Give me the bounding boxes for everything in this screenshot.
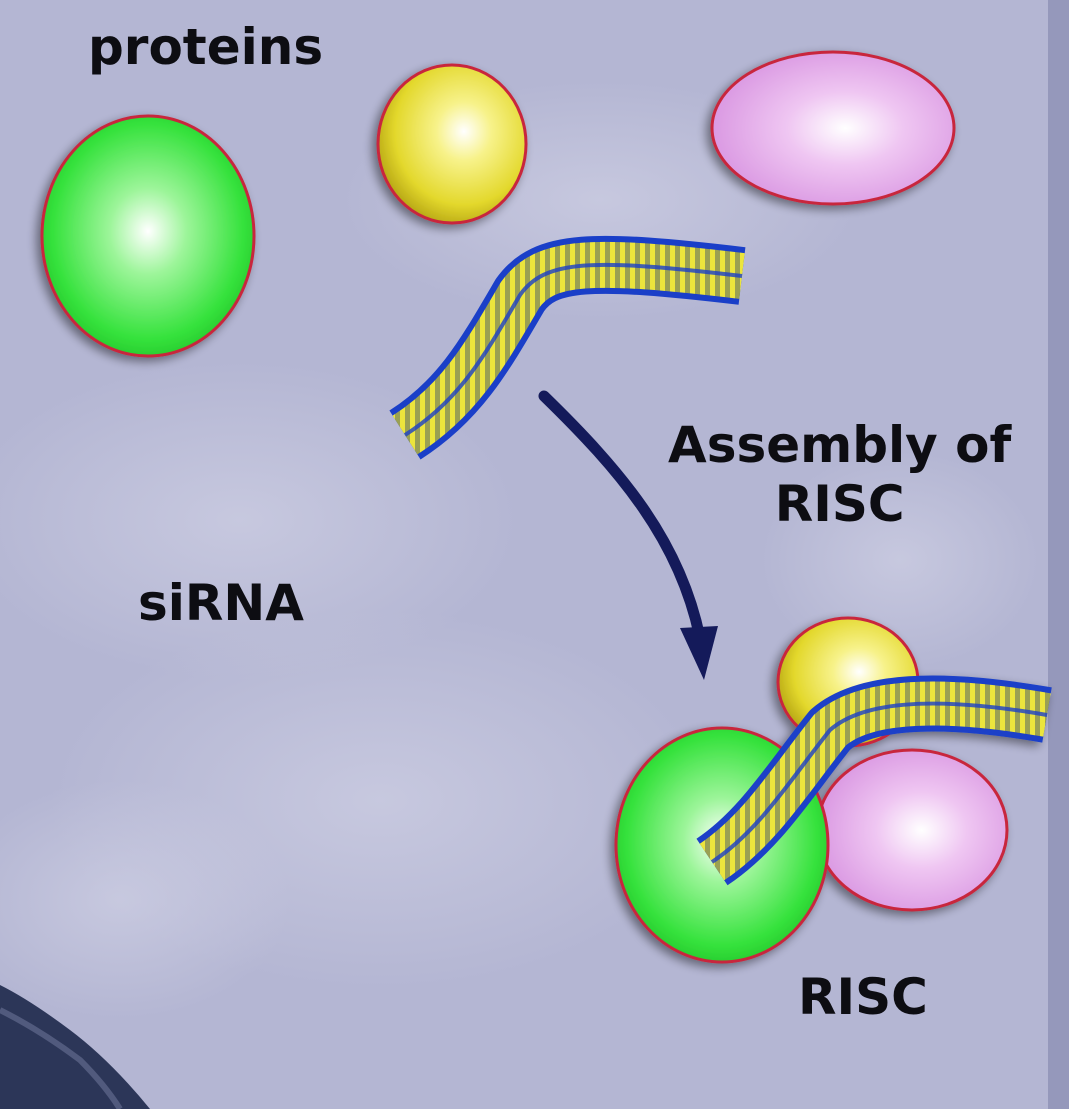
membrane-corner <box>0 985 150 1109</box>
sirna-duplex <box>388 235 746 460</box>
protein-pink <box>710 50 956 206</box>
protein-green <box>40 114 256 358</box>
risc-protein-pink <box>815 748 1009 912</box>
free-proteins <box>40 50 956 358</box>
protein-yellow <box>376 63 528 225</box>
assembly-arrow <box>538 390 718 680</box>
right-edge-shade <box>1048 0 1069 1109</box>
assembly-label: Assembly of RISC <box>668 416 1011 534</box>
sirna-label: siRNA <box>138 574 304 632</box>
risc-sirna <box>695 675 1052 886</box>
assembly-label-line1: Assembly of <box>668 416 1012 474</box>
membrane-edge <box>0 1007 123 1109</box>
risc-complex <box>614 616 1052 964</box>
assembly-label-line2: RISC <box>774 475 905 533</box>
risc-label: RISC <box>798 968 928 1026</box>
proteins-label: proteins <box>88 18 324 76</box>
